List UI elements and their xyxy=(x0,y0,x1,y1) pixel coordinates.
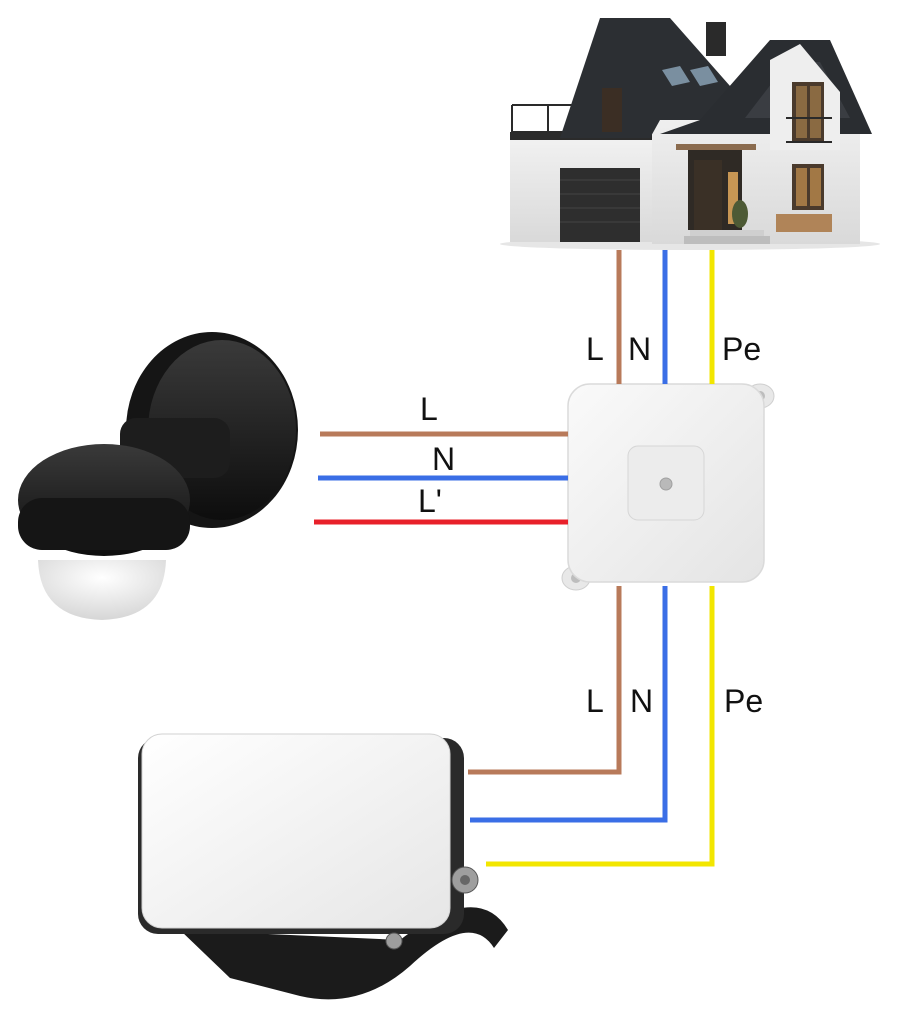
label-sensor-switched-live: L' xyxy=(418,483,442,519)
label-light-live: L xyxy=(586,683,604,719)
sensor-to-box-wires xyxy=(314,431,568,525)
label-sensor-neutral: N xyxy=(432,441,455,477)
motion-sensor-image xyxy=(18,332,298,620)
floodlight-image xyxy=(138,733,508,1000)
label-house-neutral: N xyxy=(628,331,651,367)
junction-box-image xyxy=(561,383,775,591)
sensor-wire-labels: L N L' xyxy=(418,391,455,519)
wire-live-light xyxy=(468,586,622,775)
label-house-live: L xyxy=(586,331,604,367)
box-to-light-wires xyxy=(468,586,715,867)
light-wire-labels: L N Pe xyxy=(586,683,763,719)
house-image xyxy=(500,18,880,250)
label-light-earth: Pe xyxy=(724,683,763,719)
wire-earth-light xyxy=(486,586,715,867)
label-house-earth: Pe xyxy=(722,331,761,367)
house-to-box-wires xyxy=(616,250,715,384)
wire-neutral-light xyxy=(470,586,668,823)
label-light-neutral: N xyxy=(630,683,653,719)
house-wire-labels: L N Pe xyxy=(586,331,761,367)
label-sensor-live: L xyxy=(420,391,438,427)
